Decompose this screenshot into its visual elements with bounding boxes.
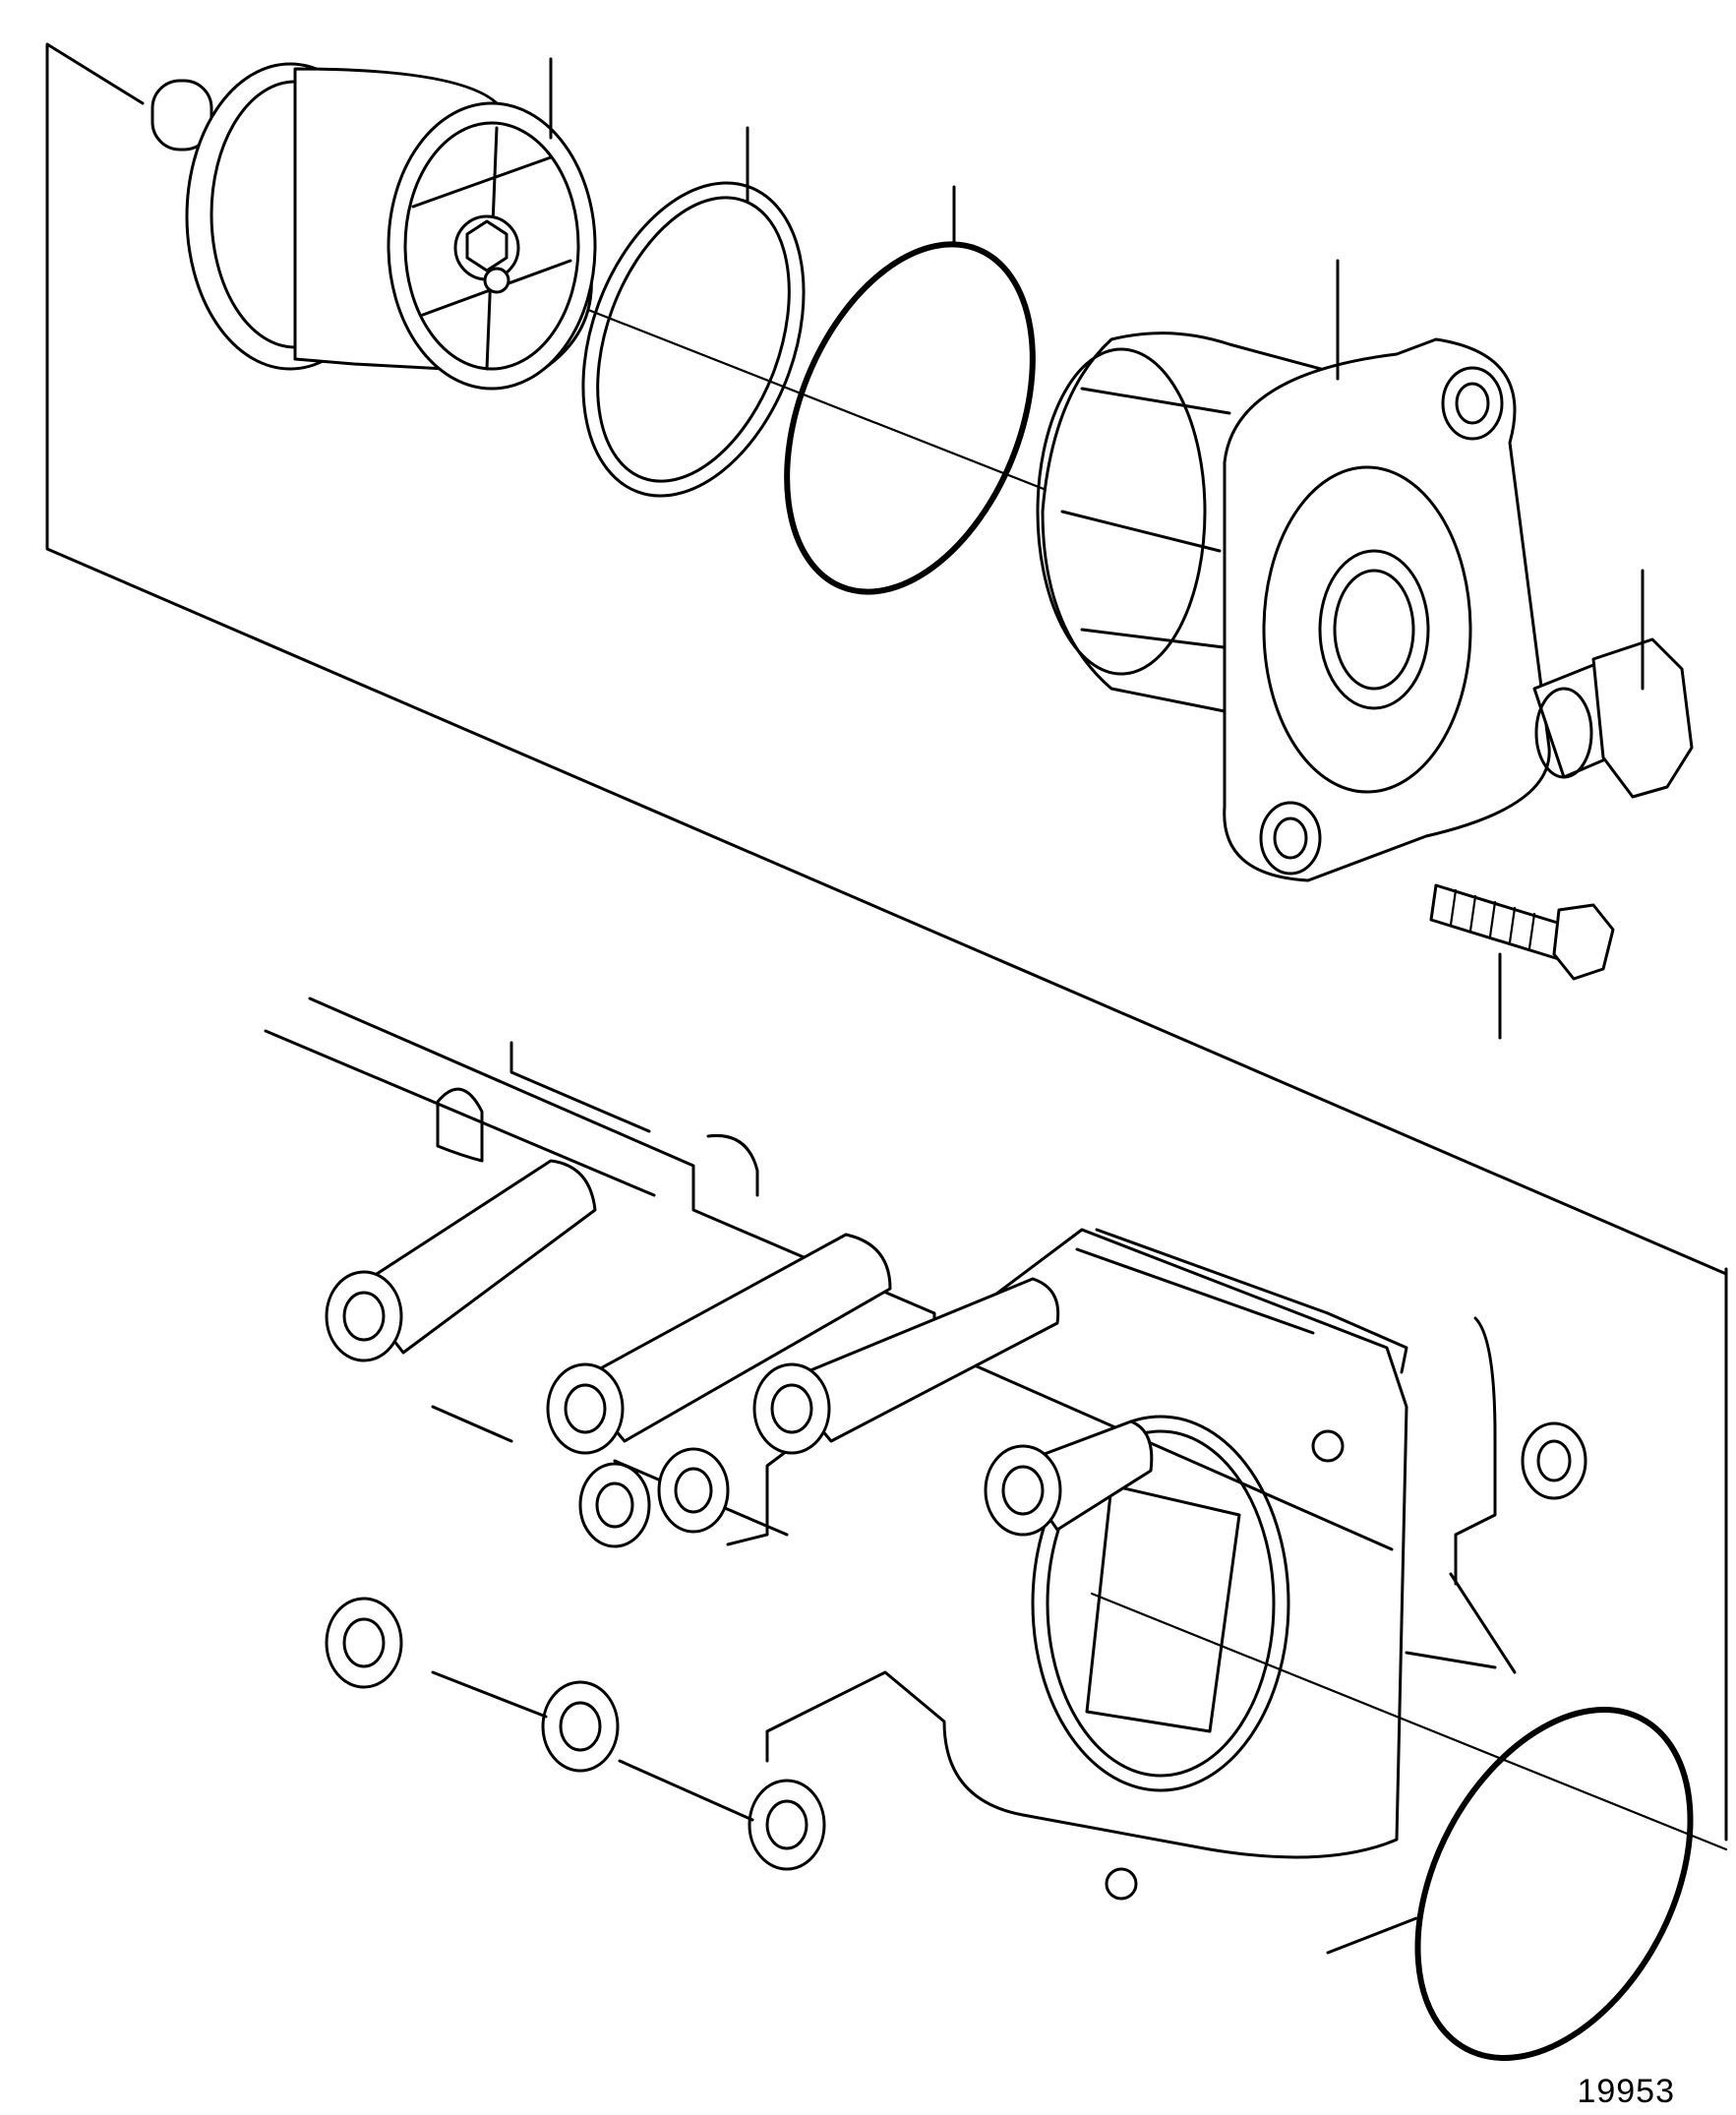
housing-cover-icon [1036, 332, 1551, 882]
screw-icon [1429, 883, 1615, 981]
plug-icon [1532, 637, 1694, 799]
o-ring-icon [784, 241, 1036, 595]
thermostat-icon [150, 62, 597, 391]
o-ring-icon [1414, 1707, 1694, 2061]
boss-tubes [325, 1159, 1587, 1871]
lower-axis-line [1090, 1592, 1728, 1851]
figure-number: 19953 [1577, 2073, 1675, 2110]
leader-lines [549, 57, 1645, 1955]
mounting-plane-outline [45, 42, 1728, 1842]
cylinder-head-housing [264, 997, 1587, 1901]
